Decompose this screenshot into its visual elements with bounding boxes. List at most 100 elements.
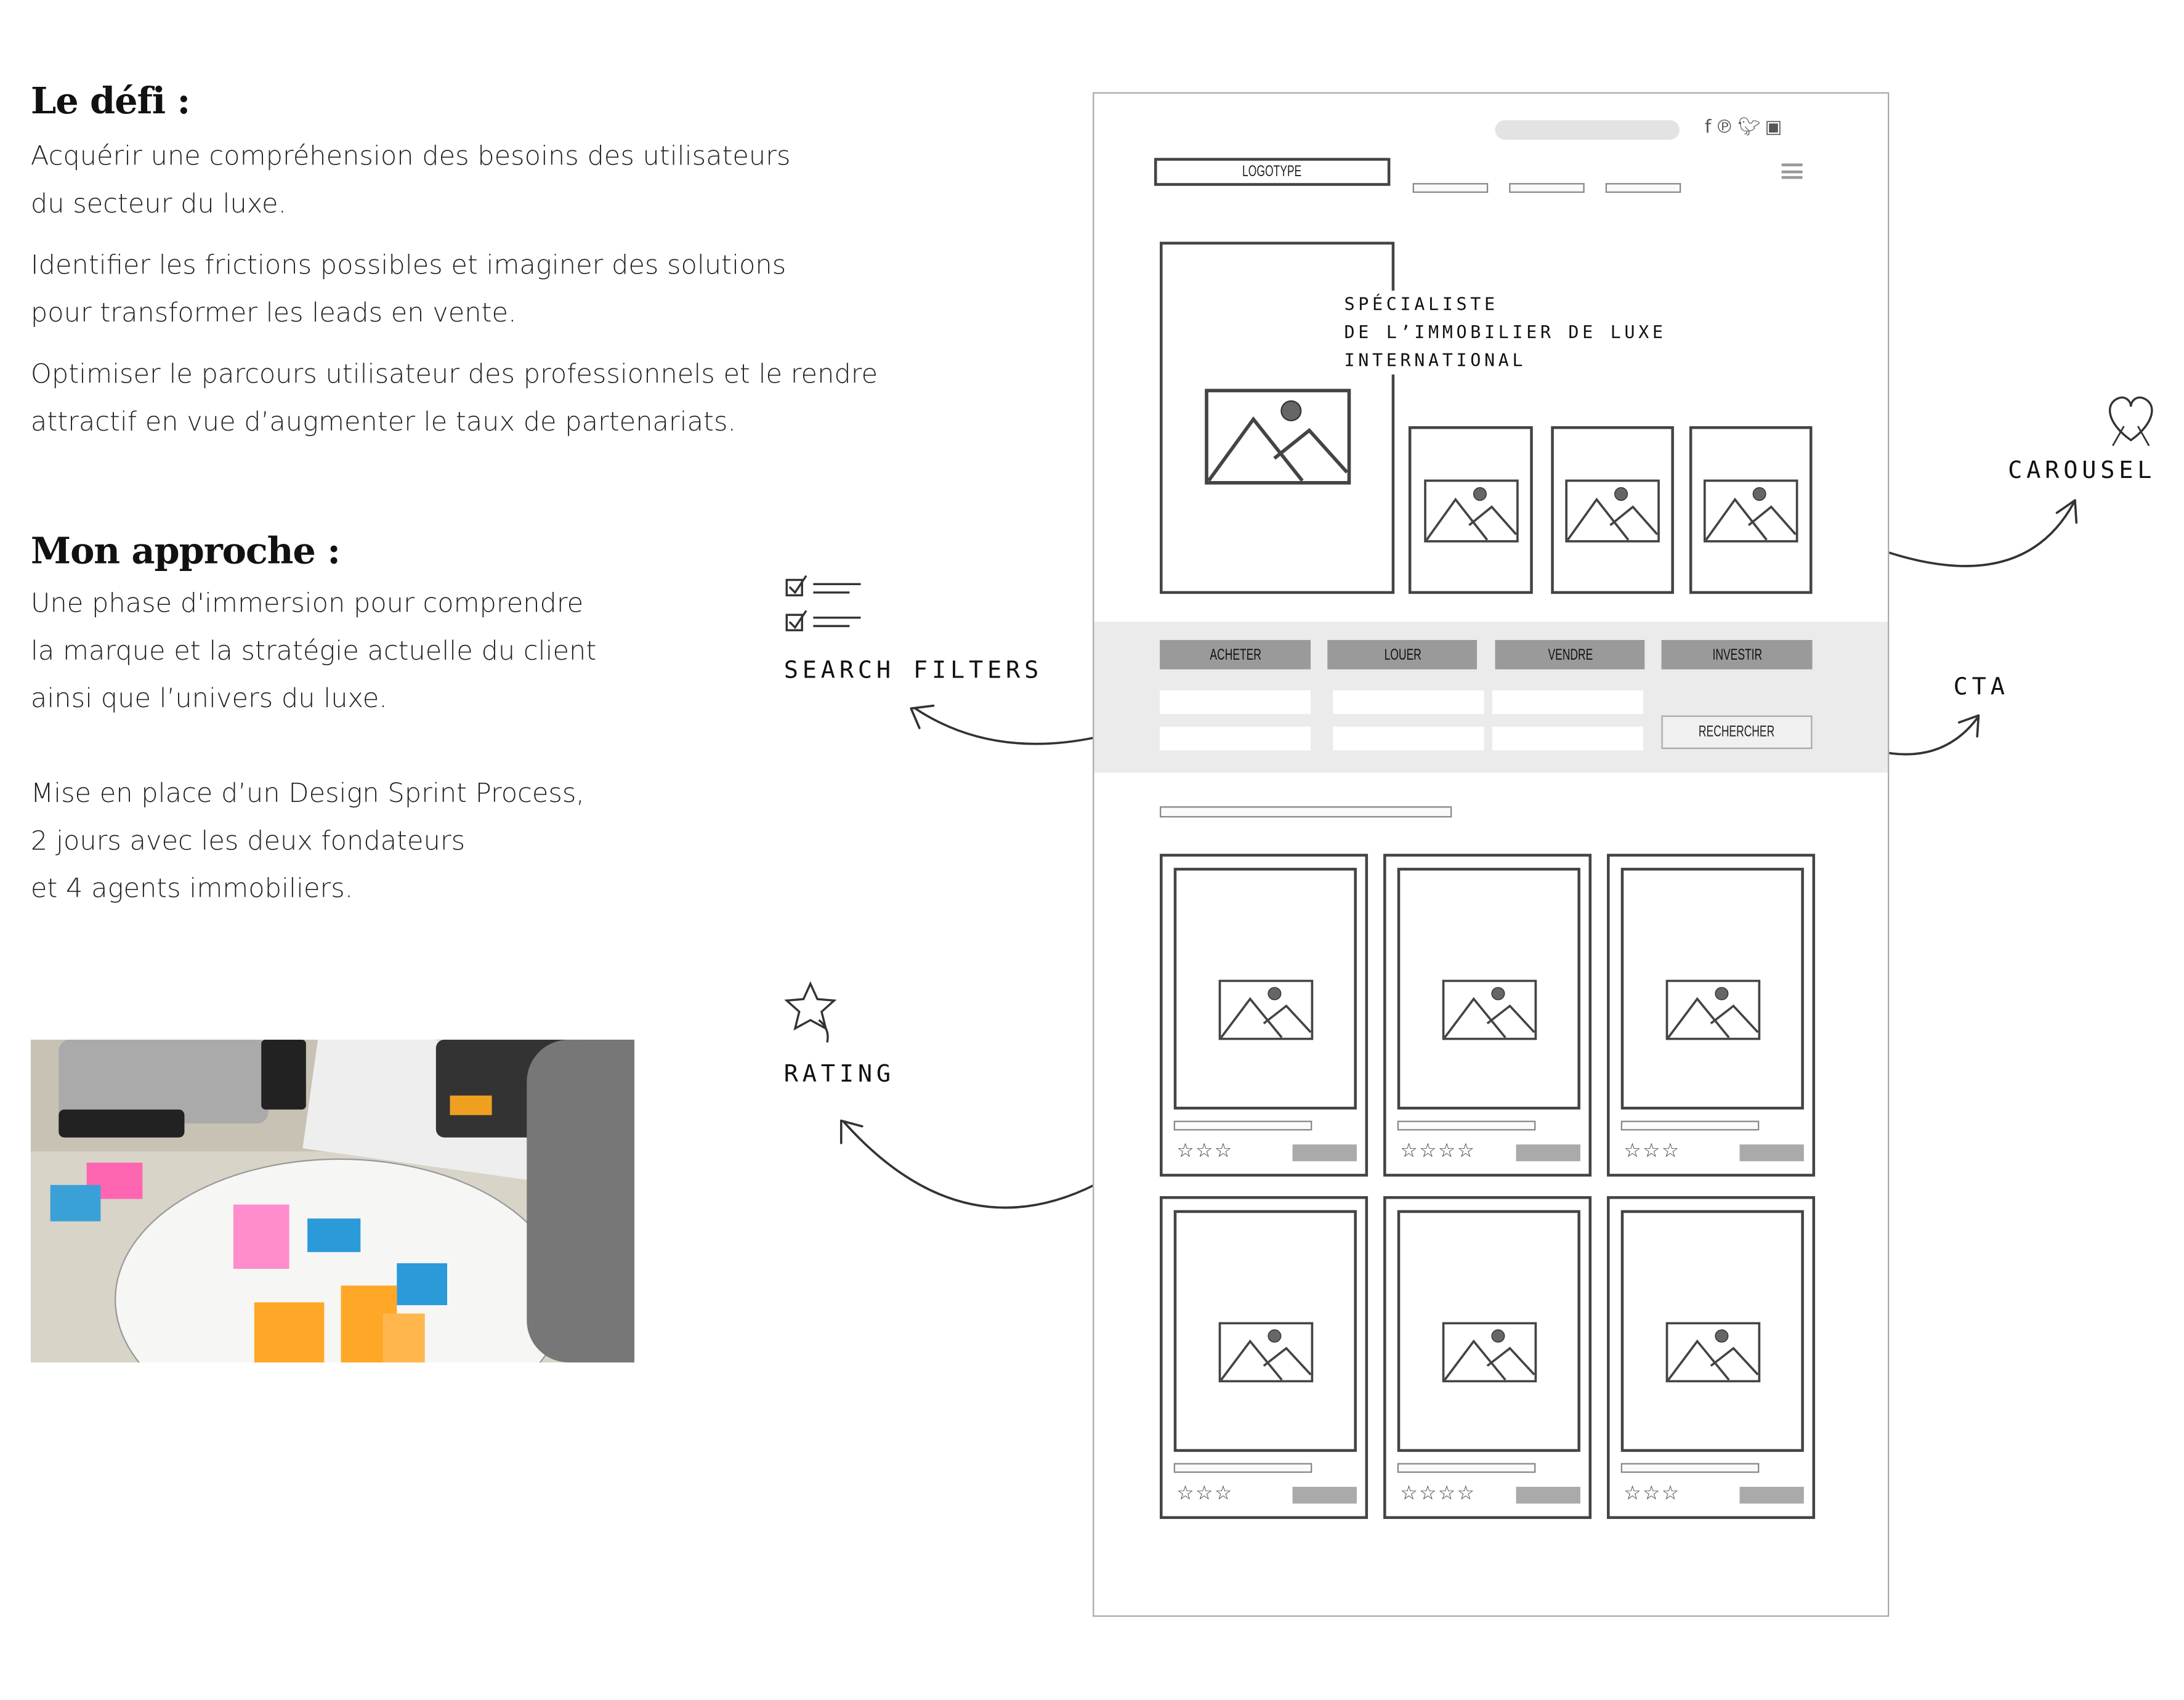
card-image	[1397, 1210, 1580, 1452]
card-cta-button[interactable]	[1739, 1486, 1804, 1504]
heart-hand-icon	[2109, 396, 2153, 447]
annotation-carousel: CAROUSEL	[2008, 456, 2156, 485]
text-line: la marque et la stratégie actuelle du cl…	[30, 636, 597, 667]
annotation-rating: RATING	[783, 1060, 895, 1089]
defi-heading: Le défi :	[30, 81, 190, 123]
text-line: attractif en vue d’augmenter le taux de …	[30, 407, 737, 438]
property-card[interactable]: ☆☆☆☆	[1383, 1196, 1592, 1520]
card-cta-button[interactable]	[1516, 1486, 1580, 1504]
text-line: ainsi que l’univers du luxe.	[30, 683, 387, 714]
annotation-search-filters: SEARCH FILTERS	[783, 657, 1043, 685]
text-line: Optimiser le parcours utilisateur des pr…	[30, 359, 878, 390]
text-line: Identifier les frictions possibles et im…	[30, 250, 787, 281]
hero-carousel-main[interactable]	[1160, 241, 1395, 594]
rating-stars: ☆☆☆	[1624, 1140, 1681, 1163]
card-title-placeholder	[1620, 1463, 1760, 1473]
carousel-thumb-2[interactable]	[1551, 426, 1674, 594]
hero-line: DE L’IMMOBILIER DE LUXE	[1344, 321, 1667, 342]
tab-vendre[interactable]: VENDRE	[1495, 640, 1645, 670]
image-placeholder-icon	[1565, 479, 1660, 543]
twitter-icon[interactable]: 🐦︎	[1737, 117, 1765, 139]
image-placeholder-icon	[1205, 389, 1351, 487]
star-hand-icon	[784, 981, 837, 1043]
text-line: Mise en place d’un Design Sprint Process…	[30, 778, 584, 809]
carousel-thumb-3[interactable]	[1689, 426, 1813, 594]
filter-input[interactable]	[1492, 726, 1643, 751]
facebook-icon[interactable]: f	[1704, 117, 1716, 139]
nav-link-1[interactable]	[1412, 183, 1489, 193]
text-line: pour transformer les leads en vente.	[30, 298, 517, 329]
rating-stars: ☆☆☆	[1176, 1140, 1234, 1163]
hero-tagline: SPÉCIALISTE DE L’IMMOBILIER DE LUXE INTE…	[1338, 290, 1672, 375]
image-placeholder-icon	[1218, 979, 1314, 1041]
tab-investir[interactable]: INVESTIR	[1661, 640, 1813, 670]
filter-input[interactable]	[1160, 726, 1311, 751]
card-image	[1173, 1210, 1357, 1452]
filter-input[interactable]	[1492, 690, 1643, 714]
filter-input[interactable]	[1333, 726, 1484, 751]
text-line: du secteur du luxe.	[30, 188, 287, 220]
filter-input[interactable]	[1160, 690, 1311, 714]
card-image	[1173, 867, 1357, 1110]
approche-heading: Mon approche :	[30, 531, 341, 573]
image-placeholder-icon	[1442, 979, 1537, 1041]
social-icons: f℗🐦︎▣	[1705, 118, 1786, 139]
property-card[interactable]: ☆☆☆	[1607, 854, 1816, 1177]
card-cta-button[interactable]	[1516, 1144, 1580, 1162]
section-title-placeholder	[1160, 806, 1452, 818]
rating-stars: ☆☆☆☆	[1400, 1483, 1476, 1505]
hero-line: SPÉCIALISTE	[1344, 293, 1498, 315]
card-cta-button[interactable]	[1292, 1486, 1357, 1504]
annotation-cta: CTA	[1953, 673, 2009, 702]
nav-link-2[interactable]	[1509, 183, 1585, 193]
card-title-placeholder	[1397, 1463, 1536, 1473]
approche-paragraph-1: Une phase d'immersion pour comprendre la…	[31, 580, 596, 722]
card-image	[1620, 1210, 1804, 1452]
card-image	[1397, 867, 1580, 1110]
carousel-thumb-1[interactable]	[1408, 426, 1533, 594]
text-line: Une phase d'immersion pour comprendre	[30, 588, 584, 620]
image-placeholder-icon	[1442, 1322, 1537, 1383]
image-placeholder-icon	[1665, 979, 1761, 1041]
defi-paragraph-3: Optimiser le parcours utilisateur des pr…	[31, 350, 878, 445]
approche-paragraph-2: Mise en place d’un Design Sprint Process…	[31, 770, 584, 912]
tab-louer[interactable]: LOUER	[1327, 640, 1478, 670]
property-card[interactable]: ☆☆☆	[1160, 1196, 1369, 1520]
rating-stars: ☆☆☆	[1624, 1483, 1681, 1505]
pinterest-icon[interactable]: ℗	[1715, 117, 1738, 139]
card-image	[1620, 867, 1804, 1110]
logo-text: LOGOTYPE	[1242, 163, 1302, 180]
defi-paragraph-2: Identifier les frictions possibles et im…	[31, 241, 786, 336]
property-card[interactable]: ☆☆☆	[1160, 854, 1369, 1177]
text-line: et 4 agents immobiliers.	[30, 873, 354, 904]
rating-stars: ☆☆☆	[1176, 1483, 1234, 1505]
property-card[interactable]: ☆☆☆	[1607, 1196, 1816, 1520]
card-cta-button[interactable]	[1292, 1144, 1357, 1162]
workshop-photo	[30, 1039, 634, 1362]
card-title-placeholder	[1173, 1120, 1312, 1131]
image-placeholder-icon	[1665, 1322, 1761, 1383]
hamburger-menu-icon[interactable]	[1781, 163, 1803, 179]
filter-input[interactable]	[1333, 690, 1484, 714]
text-line: 2 jours avec les deux fondateurs	[30, 825, 466, 857]
checklist-icon	[785, 575, 861, 631]
card-title-placeholder	[1173, 1463, 1312, 1473]
rechercher-button[interactable]: RECHERCHER	[1661, 715, 1813, 750]
instagram-icon[interactable]: ▣	[1765, 117, 1787, 139]
property-card[interactable]: ☆☆☆☆	[1383, 854, 1592, 1177]
card-title-placeholder	[1620, 1120, 1760, 1131]
hero-line: INTERNATIONAL	[1344, 349, 1527, 371]
image-placeholder-icon	[1218, 1322, 1314, 1383]
rating-arrow	[843, 1120, 1138, 1209]
search-bar[interactable]	[1495, 120, 1680, 140]
image-placeholder-icon	[1703, 479, 1798, 543]
card-title-placeholder	[1397, 1120, 1536, 1131]
nav-link-3[interactable]	[1605, 183, 1681, 193]
card-cta-button[interactable]	[1739, 1144, 1804, 1162]
tab-acheter[interactable]: ACHETER	[1160, 640, 1311, 670]
text-line: Acquérir une compréhension des besoins d…	[30, 141, 791, 172]
logo-box[interactable]: LOGOTYPE	[1154, 158, 1391, 186]
rating-stars: ☆☆☆☆	[1400, 1140, 1476, 1163]
image-placeholder-icon	[1424, 479, 1519, 543]
